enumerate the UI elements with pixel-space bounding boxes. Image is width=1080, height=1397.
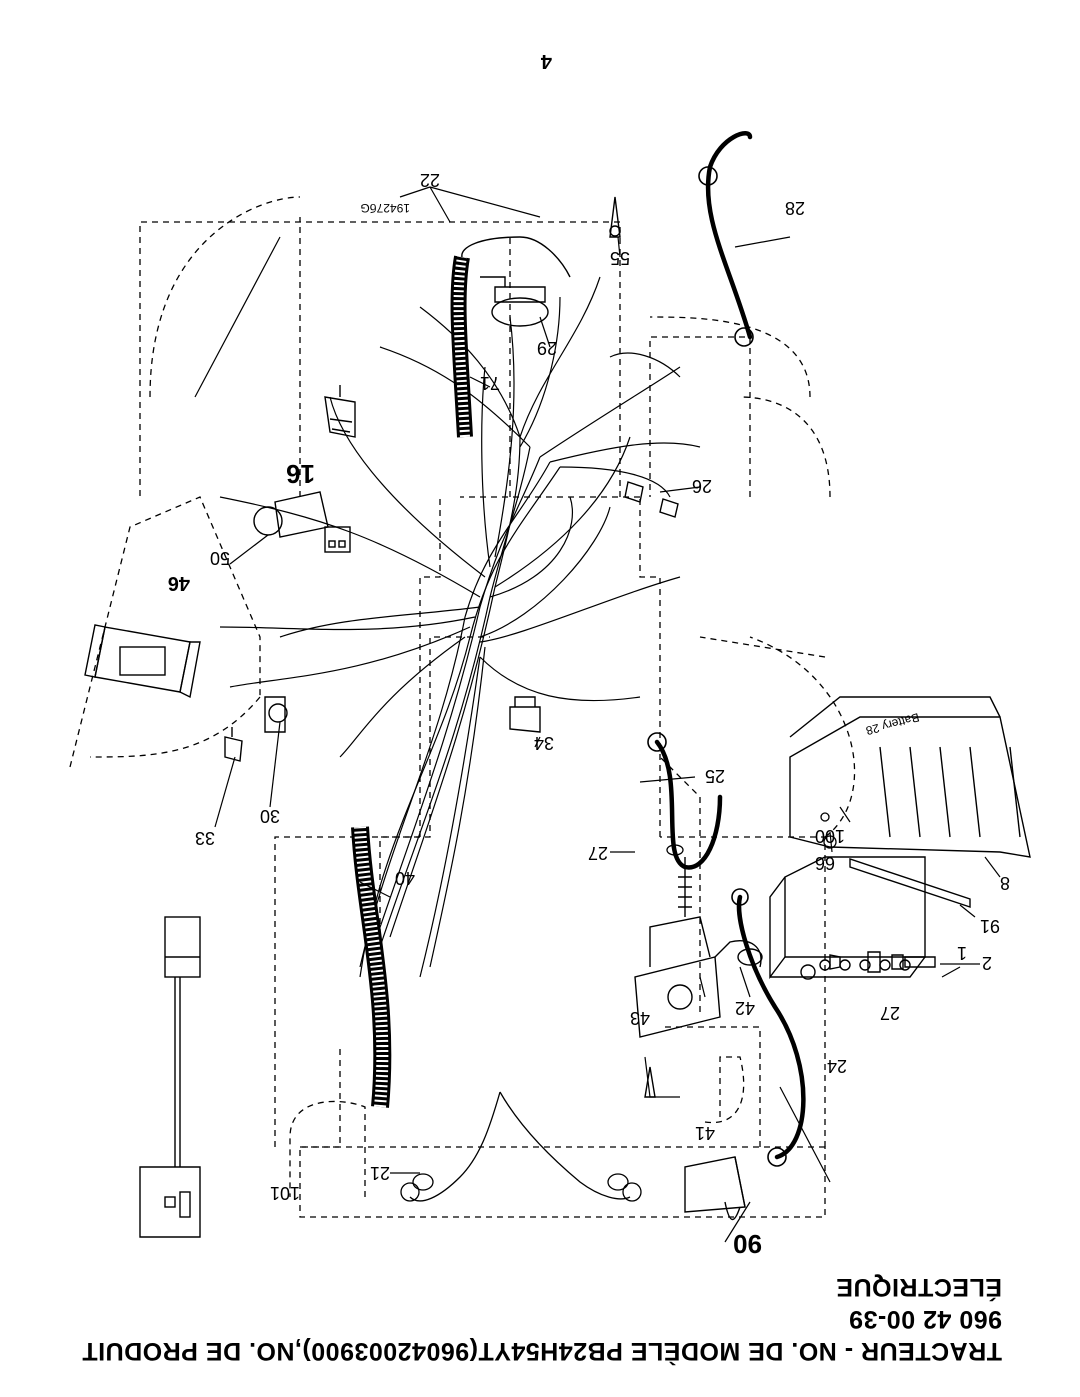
conduit-71 (450, 236, 571, 438)
battery-tray-8 (789, 696, 1031, 858)
main-wiring-harness (219, 276, 701, 978)
part-label-30: 30 (259, 806, 280, 826)
part-label-25: 25 (704, 766, 725, 786)
part-label-101: 101 (269, 1183, 300, 1203)
terminal-cap-90 (684, 1156, 746, 1221)
part-label-100: 100 (814, 826, 845, 846)
washer-27 (666, 812, 837, 856)
part-label-43: 43 (629, 1008, 650, 1028)
part-label-1: 1 (956, 943, 967, 963)
solenoid-43 (634, 857, 721, 1038)
part-label-41: 41 (694, 1123, 715, 1143)
part-label-34: 34 (533, 733, 554, 753)
headlight-harness-21 (400, 1091, 642, 1202)
diagram-title: TRACTEUR - NO. DE MODÈLE PB24H54YT(96042… (62, 1271, 1002, 1367)
connector-34 (509, 696, 541, 733)
part-label-24: 24 (826, 1056, 847, 1076)
part-label-27-upper: 27 (587, 843, 608, 863)
title-line-1: TRACTEUR - NO. DE MODÈLE PB24H54YT(96042… (81, 1305, 1002, 1365)
part-label-22: 22 (419, 170, 440, 190)
part-label-46: 46 (167, 572, 190, 594)
conduit-40 (351, 826, 392, 1108)
part-label-66: 66 (814, 853, 835, 873)
part-label-16: 16 (286, 459, 315, 489)
connector-30 (264, 696, 288, 733)
part-label-26: 26 (691, 476, 712, 496)
page-number: 4 (540, 50, 552, 72)
clip-26 (624, 481, 679, 518)
battery-1 (769, 856, 926, 980)
part-label-27-lower: 27 (879, 1003, 900, 1023)
hold-down-91 (849, 858, 971, 908)
title-line-2: ÉLECTRIQUE (835, 1273, 1002, 1301)
part-label-29: 29 (536, 338, 557, 358)
part-label-2: 2 (981, 953, 992, 973)
part-label-33: 33 (194, 828, 215, 848)
part-label-91: 91 (979, 916, 1000, 936)
part-label-28: 28 (784, 198, 805, 218)
part-label-90: 90 (733, 1229, 762, 1259)
part-label-50: 50 (209, 548, 230, 568)
bolt-2 (829, 951, 936, 973)
tractor-outline (69, 196, 856, 1218)
part-label-42: 42 (734, 998, 755, 1018)
screw-55 (609, 196, 621, 238)
battery-cables (654, 131, 806, 1160)
part-label-71: 71 (479, 373, 500, 393)
hour-meter-46 (84, 624, 201, 699)
connector-101 (139, 916, 201, 1238)
part-label-40: 40 (394, 868, 415, 888)
leader-lines (194, 186, 1001, 1243)
ignition-switch-50 (253, 491, 351, 553)
drawing-code: 19427бG (360, 201, 410, 215)
cable-lugs (647, 166, 787, 1167)
fuse-holder-33 (224, 727, 243, 762)
part-label-8: 8 (999, 873, 1010, 893)
part-label-55: 55 (609, 248, 630, 268)
pto-switch-29 (480, 276, 549, 327)
terminal-cover-42 (714, 940, 763, 968)
part-label-21: 21 (369, 1163, 390, 1183)
relay-16 (324, 385, 356, 438)
